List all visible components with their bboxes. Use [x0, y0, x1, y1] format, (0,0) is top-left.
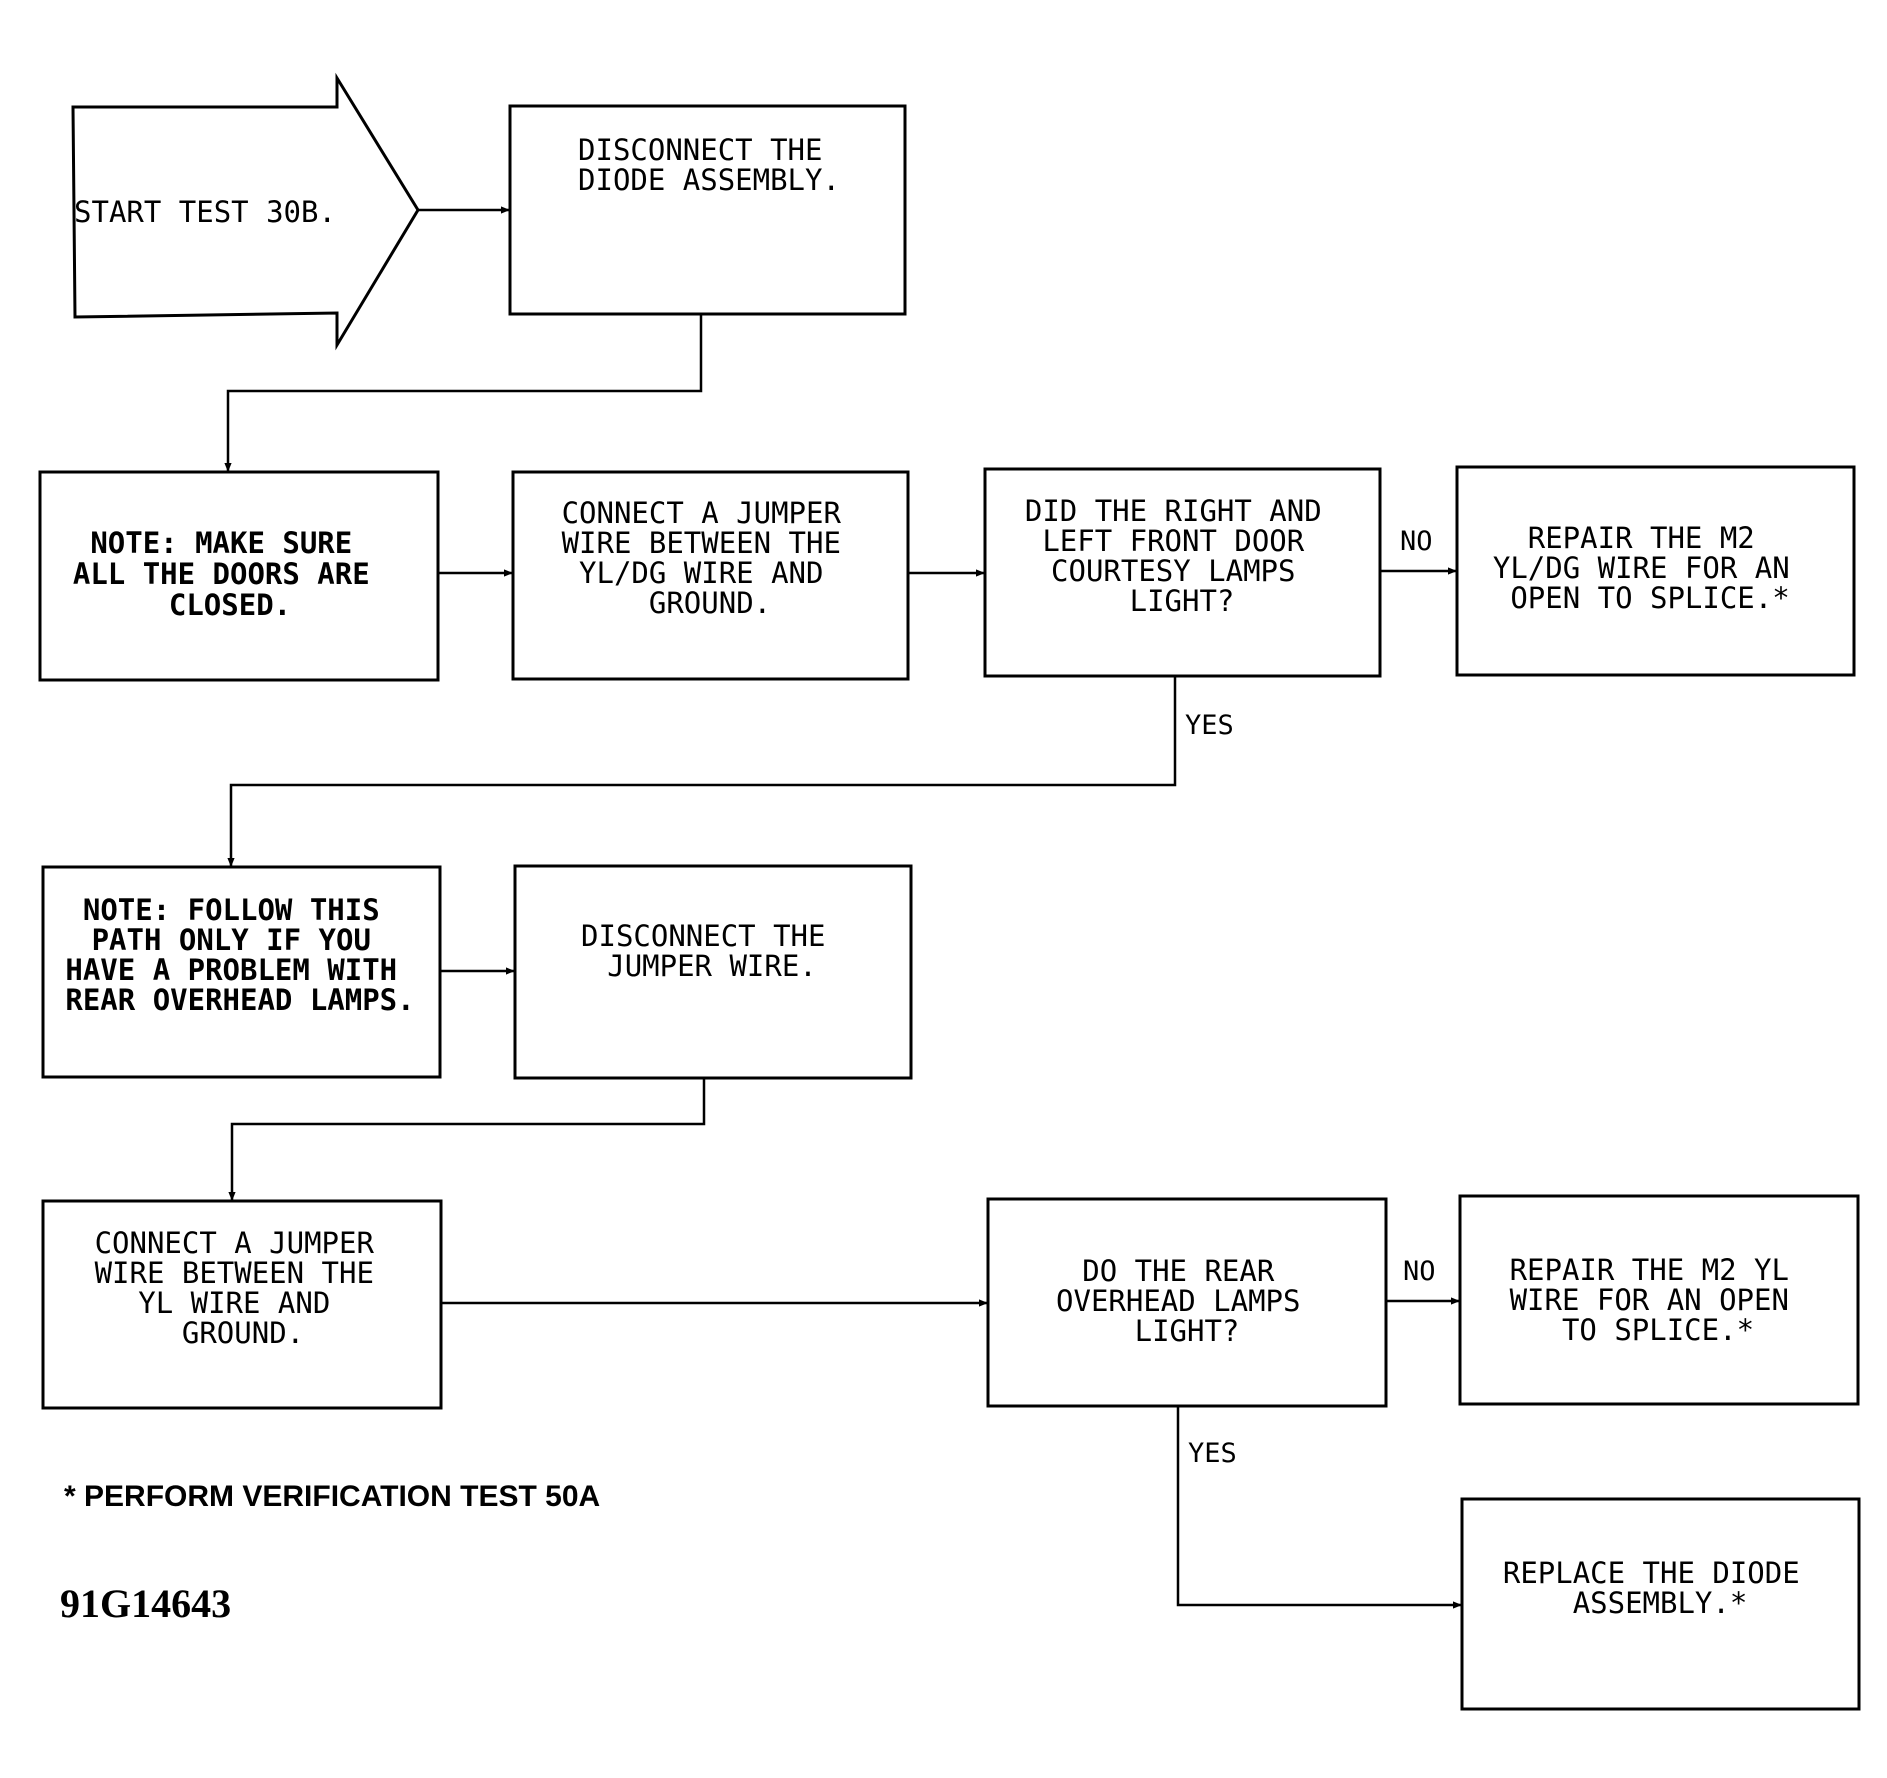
note-rear-box	[41, 865, 442, 1079]
connect-yl-dg-text: CONNECT A JUMPER WIRE BETWEEN THE YL/DG …	[562, 496, 859, 620]
connector-yes-front	[227, 676, 1177, 867]
verification-footnote: * PERFORM VERIFICATION TEST 50A	[64, 1480, 601, 1513]
replace-diode-box	[1460, 1497, 1861, 1711]
start-arrow-shape	[71, 72, 420, 351]
note-doors-box	[38, 470, 440, 682]
disconnect-jumper-text: DISCONNECT THE JUMPER WIRE.	[581, 919, 843, 983]
connect-yl-box	[41, 1199, 443, 1410]
connect-yl-text: CONNECT A JUMPER WIRE BETWEEN THE YL WIR…	[95, 1226, 392, 1350]
disconnect-jumper-box	[513, 864, 913, 1080]
no-label-front: NO	[1400, 526, 1433, 557]
repair-yl-dg-text: REPAIR THE M2 YL/DG WIRE FOR AN OPEN TO …	[1493, 521, 1807, 615]
disconnect-diode-text: DISCONNECT THE DIODE ASSEMBLY.	[578, 133, 840, 197]
question-front-text: DID THE RIGHT AND LEFT FRONT DOOR COURTE…	[1025, 494, 1339, 618]
no-label-rear: NO	[1403, 1256, 1436, 1287]
connector-disconnect-jumper-to-connect	[228, 1078, 706, 1201]
disconnect-diode-box	[508, 104, 907, 316]
connector-yes-rear	[1176, 1406, 1462, 1609]
yes-label-front: YES	[1185, 710, 1234, 741]
note-rear-text: NOTE: FOLLOW THIS PATH ONLY IF YOU HAVE …	[65, 893, 414, 1017]
note-doors-text: NOTE: MAKE SURE ALL THE DOORS ARE CLOSED…	[73, 526, 387, 622]
repair-yl-text: REPAIR THE M2 YL WIRE FOR AN OPEN TO SPL…	[1510, 1253, 1807, 1347]
question-rear-box	[986, 1197, 1388, 1408]
figure-id: 91G14643	[60, 1581, 232, 1626]
question-front-box	[983, 467, 1382, 678]
question-rear-text: DO THE REAR OVERHEAD LAMPS LIGHT?	[1056, 1254, 1318, 1348]
start-text: START TEST 30B.	[74, 195, 336, 229]
connect-yl-dg-box	[511, 470, 910, 681]
yes-label-rear: YES	[1188, 1438, 1237, 1469]
connector-disconnect-to-note	[224, 314, 703, 472]
replace-diode-text: REPLACE THE DIODE ASSEMBLY.*	[1503, 1556, 1817, 1620]
